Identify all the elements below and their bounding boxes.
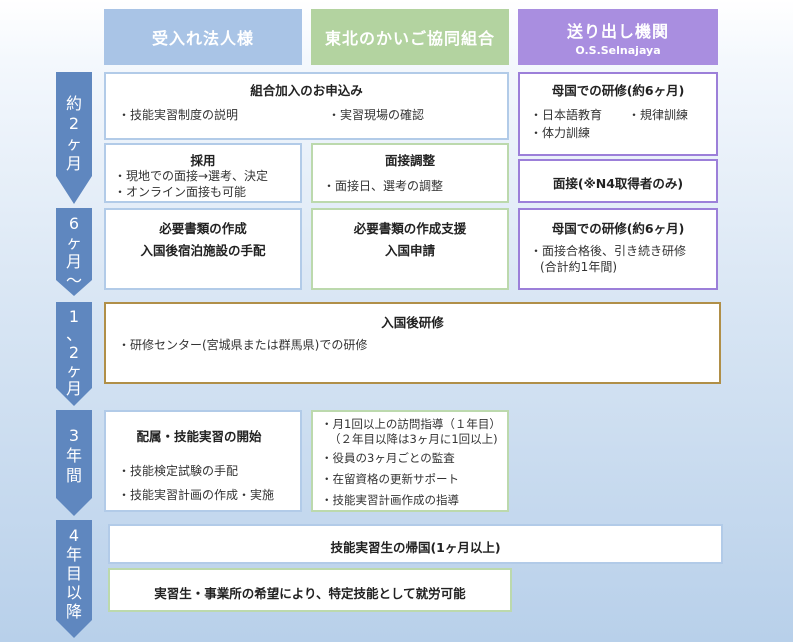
period-arrow-2: 6 ヶ 月 〜	[52, 208, 96, 298]
period-arrow-1: 約 2 ヶ 月	[52, 72, 96, 206]
union-application-item: ・実習現場の確認	[328, 108, 425, 122]
post-entry-training-item: ・研修センター(宮城県または群馬県)での研修	[118, 338, 368, 352]
guidance-item: ・在留資格の更新サポート	[321, 472, 459, 486]
post-entry-training-box: 入国後研修 ・研修センター(宮城県または群馬県)での研修	[104, 302, 721, 384]
header-sender-label: 送り出し機関	[566, 21, 669, 41]
period-2-char: 6	[68, 214, 80, 233]
period-5-char: 降	[65, 602, 82, 621]
interview-adjust-box: 面接調整 ・面接日、選考の調整	[311, 143, 509, 203]
guidance-item: ・月1回以上の訪問指導（１年目）	[321, 417, 501, 431]
home-training-box: 母国での研修(約6ヶ月) ・日本語教育 ・規律訓練 ・体力訓練	[518, 72, 718, 156]
interview-box: 面接(※N4取得者のみ)	[518, 159, 718, 203]
interview-title: 面接(※N4取得者のみ)	[552, 176, 684, 191]
period-2-char: ヶ	[65, 233, 82, 252]
period-arrow-5-shape	[56, 520, 92, 638]
period-arrow-2-shape	[56, 208, 92, 296]
period-arrow-3-shape	[56, 302, 92, 406]
header-union-label: 東北のかいご協同組合	[324, 29, 495, 48]
specified-skills-title: 実習生・事業所の希望により、特定技能として就労可能	[154, 586, 466, 601]
return-home-box: 技能実習生の帰国(1ヶ月以上)	[108, 524, 723, 564]
period-5-char: 4	[68, 526, 80, 545]
docs-support-box: 必要書類の作成支援 入国申請	[311, 208, 509, 290]
period-3-char: 1	[68, 307, 80, 326]
union-application-item: ・技能実習制度の説明	[118, 108, 239, 122]
home-training-2-item: ・面接合格後、引き続き研修	[530, 244, 687, 258]
home-training-item: ・規律訓練	[628, 108, 689, 122]
period-2-char: 〜	[65, 271, 82, 290]
home-training-item: ・体力訓練	[530, 126, 591, 140]
period-1-char: 2	[68, 114, 80, 133]
period-5-char: 以	[65, 583, 82, 602]
period-1-char: 約	[65, 94, 82, 113]
period-arrow-5: 4 年 目 以 降	[52, 520, 96, 640]
specified-skills-box: 実習生・事業所の希望により、特定技能として就労可能	[108, 568, 512, 612]
period-3-char: 月	[65, 379, 82, 398]
interview-adjust-item: ・面接日、選考の調整	[323, 179, 444, 193]
period-4-char: 間	[65, 466, 82, 485]
period-5-char: 年	[65, 545, 82, 564]
home-training-2-item: (合計約1年間)	[540, 260, 617, 274]
docs-support-title: 必要書類の作成支援	[353, 221, 467, 236]
period-3-char: 2	[68, 343, 80, 362]
period-3-char: 、	[65, 325, 82, 344]
required-docs-title: 必要書類の作成	[159, 221, 247, 236]
post-entry-training-title: 入国後研修	[381, 315, 444, 330]
period-4-char: 年	[65, 446, 82, 465]
hiring-box: 採用 ・現地での面接→選考、決定 ・オンライン面接も可能	[104, 143, 302, 203]
guidance-item: ・技能実習計画作成の指導	[321, 493, 459, 507]
period-3-char: ヶ	[65, 361, 82, 380]
home-training-2-box: 母国での研修(約6ヶ月) ・面接合格後、引き続き研修 (合計約1年間)	[518, 208, 718, 290]
assignment-title: 配属・技能実習の開始	[136, 429, 262, 444]
home-training-2-title: 母国での研修(約6ヶ月)	[551, 221, 685, 236]
period-arrow-3: 1 、 2 ヶ 月	[52, 302, 96, 408]
header-receiver: 受入れ法人様	[104, 9, 302, 65]
assignment-item: ・技能実習計画の作成・実施	[118, 488, 275, 502]
union-application-box: 組合加入のお申込み ・技能実習制度の説明 ・実習現場の確認	[104, 72, 509, 140]
required-docs-box: 必要書類の作成 入国後宿泊施設の手配	[104, 208, 302, 290]
entry-application: 入国申請	[384, 243, 435, 258]
period-arrow-4-shape	[56, 410, 92, 516]
assignment-item: ・技能検定試験の手配	[118, 464, 239, 478]
interview-adjust-title: 面接調整	[384, 153, 435, 168]
period-arrow-1-shape	[56, 72, 92, 204]
home-training-title: 母国での研修(約6ヶ月)	[551, 83, 685, 98]
hiring-title: 採用	[190, 153, 216, 168]
home-training-item: ・日本語教育	[530, 108, 603, 122]
period-1-char: 月	[65, 154, 82, 173]
return-home-title: 技能実習生の帰国(1ヶ月以上)	[330, 540, 501, 555]
hiring-item: ・現地での面接→選考、決定	[114, 169, 269, 183]
period-4-char: 3	[68, 426, 80, 445]
header-union: 東北のかいご協同組合	[311, 9, 509, 65]
guidance-box: ・月1回以上の訪問指導（１年目） （２年目以降は3ヶ月に1回以上) ・役員の3ヶ…	[311, 410, 509, 512]
period-5-char: 目	[65, 564, 82, 583]
period-1-char: ヶ	[65, 134, 82, 153]
assignment-box: 配属・技能実習の開始 ・技能検定試験の手配 ・技能実習計画の作成・実施	[104, 410, 302, 512]
header-sender: 送り出し機関 O.S.Selnajaya	[518, 9, 718, 65]
period-2-char: 月	[65, 252, 82, 271]
hiring-item: ・オンライン面接も可能	[114, 185, 247, 199]
guidance-item: ・役員の3ヶ月ごとの監査	[321, 451, 455, 465]
guidance-item-note: （２年目以降は3ヶ月に1回以上)	[329, 432, 498, 446]
header-receiver-label: 受入れ法人様	[151, 29, 254, 48]
union-application-title: 組合加入のお申込み	[250, 83, 363, 98]
header-sender-sub: O.S.Selnajaya	[575, 43, 661, 57]
period-arrow-4: 3 年 間	[52, 410, 96, 518]
accommodation-arrangement: 入国後宿泊施設の手配	[140, 243, 266, 258]
